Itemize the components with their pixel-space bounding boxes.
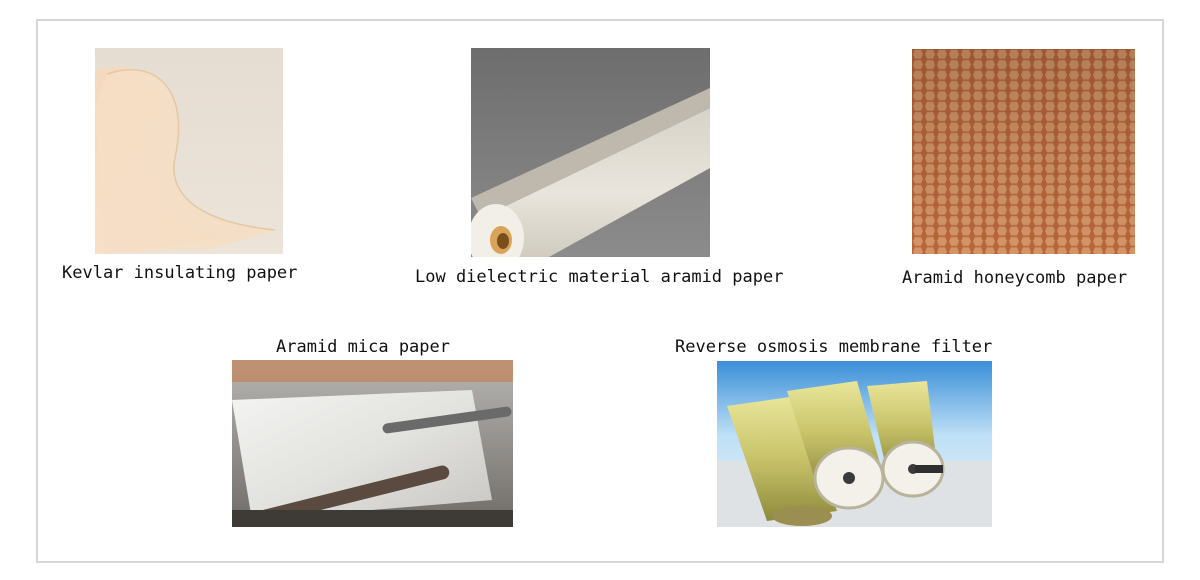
kevlar-paper-image [95, 48, 283, 254]
caption-honeycomb: Aramid honeycomb paper [902, 268, 1128, 288]
honeycomb-image [912, 49, 1135, 254]
mica-paper-image [232, 360, 513, 527]
caption-mica: Aramid mica paper [276, 337, 450, 357]
aramid-roll-image [471, 48, 710, 257]
caption-kevlar: Kevlar insulating paper [62, 263, 298, 283]
ro-membrane-image [717, 361, 992, 527]
caption-ro-membrane: Reverse osmosis membrane filter [675, 337, 993, 357]
caption-low-dielectric: Low dielectric material aramid paper [415, 267, 784, 287]
